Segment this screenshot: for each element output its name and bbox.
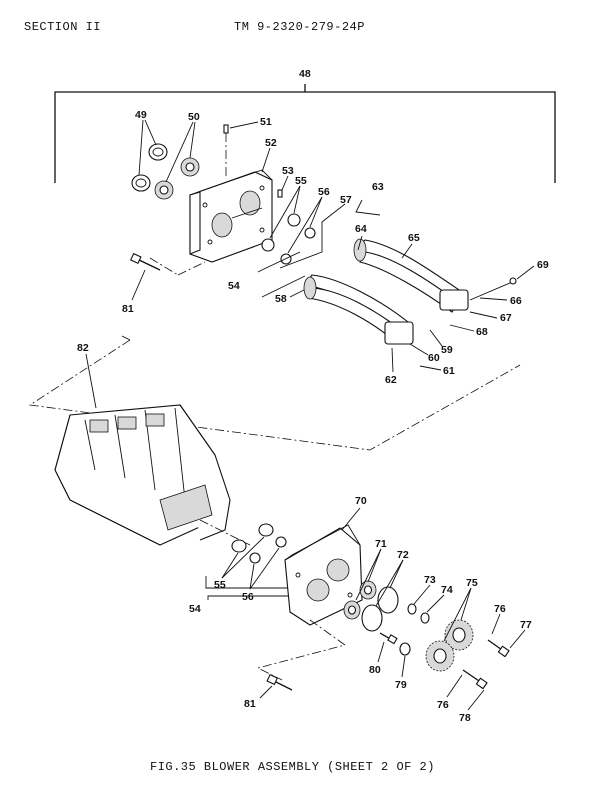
callout-70: 70 <box>355 495 367 507</box>
callout-79: 79 <box>395 679 407 691</box>
oil-seal-pair-49 <box>131 143 168 192</box>
callout-55-lower: 55 <box>214 579 226 591</box>
callout-78: 78 <box>459 712 471 724</box>
manual-number: TM 9-2320-279-24P <box>234 20 365 34</box>
callout-61: 61 <box>443 365 455 377</box>
bearing-pair-71 <box>343 580 377 620</box>
callout-76-lower: 76 <box>437 699 449 711</box>
callout-56-lower: 56 <box>242 591 254 603</box>
figure-caption: FIG.35 BLOWER ASSEMBLY (SHEET 2 OF 2) <box>150 760 435 774</box>
rotor-upper-65 <box>353 238 469 313</box>
washer-74 <box>420 612 430 624</box>
timing-gear-pair-75 <box>425 619 474 672</box>
callout-71: 71 <box>375 538 387 550</box>
callout-63: 63 <box>372 181 384 193</box>
callout-64: 64 <box>355 223 367 235</box>
callout-62: 62 <box>385 374 397 386</box>
callout-55-upper: 55 <box>295 175 307 187</box>
callout-72: 72 <box>397 549 409 561</box>
callout-50: 50 <box>188 111 200 123</box>
callout-59: 59 <box>441 344 453 356</box>
bolt-81-lower <box>266 673 293 691</box>
dowel-pin-51 <box>223 124 229 134</box>
callout-54-lower: 54 <box>189 603 201 615</box>
shim-set-lower <box>231 523 287 564</box>
assembly-bracket <box>54 84 556 183</box>
callout-60: 60 <box>428 352 440 364</box>
callout-81-lower: 81 <box>244 698 256 710</box>
rear-end-plate <box>189 169 273 263</box>
callout-49: 49 <box>135 109 147 121</box>
callout-51: 51 <box>260 116 272 128</box>
callout-68: 68 <box>476 326 488 338</box>
callout-80: 80 <box>369 664 381 676</box>
callout-77: 77 <box>520 619 532 631</box>
leader-lines <box>85 119 535 711</box>
callout-56-upper: 56 <box>318 186 330 198</box>
front-end-plate-70 <box>284 524 363 626</box>
bolt-80 <box>379 632 398 645</box>
pin-53 <box>277 189 283 198</box>
callout-66: 66 <box>510 295 522 307</box>
callout-54-upper: 54 <box>228 280 240 292</box>
callout-67: 67 <box>500 312 512 324</box>
bearing-pair-50 <box>154 157 200 200</box>
washer-79 <box>399 642 411 656</box>
callout-labels: 48 49 50 51 52 53 55 56 57 63 64 65 69 5… <box>77 68 549 724</box>
callout-73: 73 <box>424 574 436 586</box>
callout-65: 65 <box>408 232 420 244</box>
section-label: SECTION II <box>24 20 102 34</box>
blower-housing-82 <box>54 404 231 546</box>
callout-76-upper: 76 <box>494 603 506 615</box>
callout-52: 52 <box>265 137 277 149</box>
rotor-lower-58 <box>303 274 414 345</box>
shim-set-upper <box>261 213 316 265</box>
bolt-81-upper <box>129 252 161 271</box>
callout-69: 69 <box>537 259 549 271</box>
callout-81-upper: 81 <box>122 303 134 315</box>
gear-bolts <box>462 639 510 690</box>
callout-58: 58 <box>275 293 287 305</box>
callout-74: 74 <box>441 584 453 596</box>
callout-48: 48 <box>299 68 311 80</box>
nut-73 <box>407 603 417 615</box>
callout-75: 75 <box>466 577 478 589</box>
callout-53: 53 <box>282 165 294 177</box>
callout-82: 82 <box>77 342 89 354</box>
callout-57: 57 <box>340 194 352 206</box>
